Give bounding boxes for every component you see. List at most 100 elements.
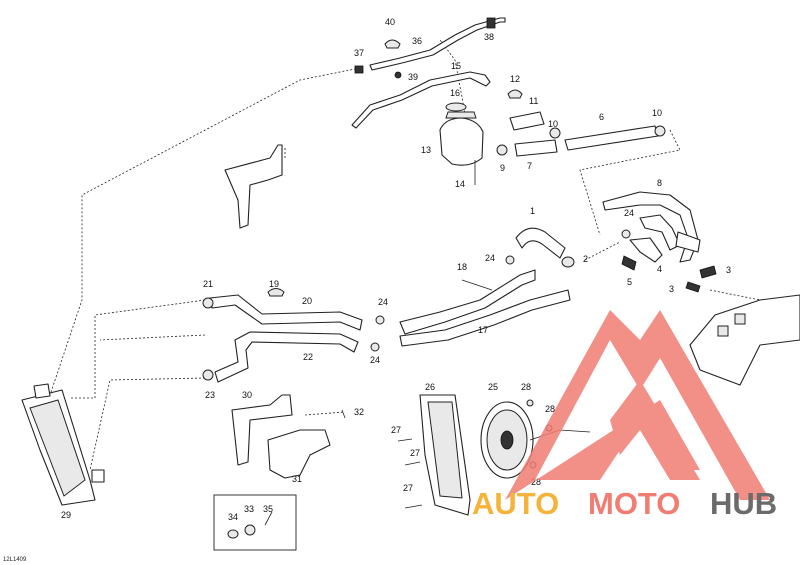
pipe-6 — [564, 125, 659, 151]
callout-3: 3 — [726, 265, 731, 275]
callout-37: 37 — [354, 48, 364, 58]
callout-36: 36 — [412, 36, 422, 46]
callout-10a: 10 — [548, 119, 558, 129]
clamp-12 — [507, 89, 523, 99]
coolant-reservoir-13 — [439, 111, 484, 185]
hose-11 — [509, 111, 545, 131]
hose-22 — [214, 331, 359, 383]
callout-7: 7 — [527, 161, 532, 171]
callout-11: 11 — [529, 96, 538, 106]
watermark-logo — [505, 310, 770, 500]
callout-20: 20 — [302, 296, 312, 306]
callout-28c: 28 — [531, 477, 541, 487]
callout-40: 40 — [385, 17, 395, 27]
bolt-27-c — [404, 504, 423, 509]
callout-2: 2 — [583, 254, 588, 264]
callout-6: 6 — [599, 112, 604, 122]
clamp-10-right — [654, 125, 666, 137]
bolt-27-b — [404, 461, 421, 466]
clamp-23 — [202, 369, 214, 381]
hardware-box — [213, 494, 297, 551]
callout-28a: 28 — [521, 382, 531, 392]
callout-28b: 28 — [545, 404, 555, 414]
callout-10b: 10 — [652, 108, 662, 118]
clamp-24-right — [621, 229, 631, 239]
clamp-24-mid — [505, 255, 515, 265]
fitting-3a — [685, 281, 701, 293]
hose-1 — [515, 227, 566, 259]
fitting-5 — [621, 255, 637, 271]
reservoir-cap-16 — [445, 102, 467, 112]
clamp-19 — [267, 288, 285, 297]
clip-39 — [394, 71, 402, 79]
radiator-29 — [21, 383, 105, 506]
callout-25: 25 — [488, 382, 498, 392]
callout-5: 5 — [627, 277, 632, 287]
callout-22: 22 — [303, 352, 313, 362]
bolt-27-a — [397, 438, 413, 442]
callout-12: 12 — [510, 74, 520, 84]
hose-36 — [369, 17, 506, 71]
callout-18: 18 — [457, 262, 467, 272]
callout-8: 8 — [657, 178, 662, 188]
fan-25 — [480, 401, 591, 479]
callout-1: 1 — [530, 206, 535, 216]
callout-3b: 3 — [669, 284, 674, 294]
logo-triangle-icon — [505, 310, 770, 500]
callout-15: 15 — [451, 61, 461, 71]
logo-inner-icon — [610, 380, 700, 480]
callout-38: 38 — [484, 32, 494, 42]
washer-33 — [244, 524, 256, 536]
fitting-3b — [699, 265, 717, 279]
diagram-code: 12L1409 — [3, 557, 27, 563]
clamp-9 — [496, 144, 508, 156]
callout-24a: 24 — [485, 253, 495, 263]
clamp-24-b — [370, 342, 380, 352]
clip-38 — [486, 17, 496, 29]
callout-31: 31 — [292, 474, 302, 484]
hose-7 — [514, 139, 558, 157]
callout-30: 30 — [242, 390, 252, 400]
callout-29: 29 — [61, 510, 71, 520]
clip-37 — [354, 65, 364, 74]
callout-35: 35 — [263, 504, 273, 514]
callout-labels: 1 2 3 3 4 5 6 7 8 9 10 10 11 12 13 14 15… — [61, 17, 731, 522]
leader-18 — [461, 279, 493, 291]
hose-20 — [209, 294, 363, 331]
callout-23: 23 — [205, 390, 215, 400]
callout-33: 33 — [244, 504, 254, 514]
brand-moto: MOTO — [588, 486, 680, 521]
clamp-21 — [202, 297, 214, 309]
screw-32 — [341, 409, 346, 419]
fitting-2 — [561, 256, 575, 268]
callout-9: 9 — [500, 163, 505, 173]
callout-27b: 27 — [410, 448, 420, 458]
hose-clamp-40 — [384, 39, 401, 49]
callout-34: 34 — [228, 512, 238, 522]
callout-24d: 24 — [624, 208, 634, 218]
hose-assembly-8 — [602, 191, 701, 263]
callout-19: 19 — [269, 279, 279, 289]
callout-39: 39 — [408, 72, 418, 82]
screw-28-a — [526, 399, 534, 407]
watermark-text: AUTO MOTO HUB — [472, 486, 777, 521]
callout-21: 21 — [203, 279, 213, 289]
bracket-top-left — [224, 144, 283, 229]
callout-13: 13 — [421, 145, 431, 155]
callout-27a: 27 — [391, 425, 401, 435]
callout-24c: 24 — [370, 355, 380, 365]
callout-32: 32 — [354, 407, 364, 417]
brand-auto: AUTO — [472, 486, 559, 521]
engine-housing — [689, 294, 800, 386]
callout-14: 14 — [455, 179, 465, 189]
callout-26: 26 — [425, 382, 435, 392]
bracket-30 — [231, 394, 293, 466]
callout-24b: 24 — [378, 297, 388, 307]
callout-17: 17 — [478, 325, 488, 335]
hose-17 — [399, 269, 571, 347]
brand-hub: HUB — [710, 486, 777, 521]
callout-27c: 27 — [403, 483, 413, 493]
clamp-10-left — [549, 127, 561, 139]
nut-34 — [227, 529, 239, 539]
